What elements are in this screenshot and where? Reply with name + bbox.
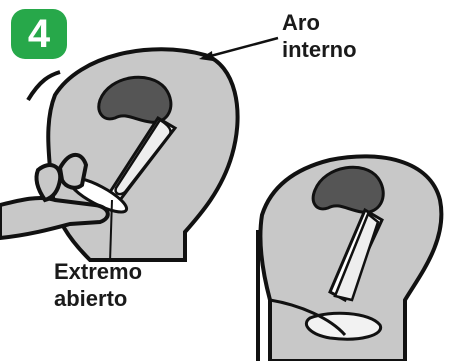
inner-ring-label-line-2: interno: [282, 37, 357, 62]
uterus-right: [311, 165, 385, 214]
inner-ring-arrow: [202, 36, 279, 60]
step-number-badge: 4: [11, 9, 67, 59]
pelvis-cross-section-right: [256, 154, 444, 361]
open-end-pointer: [109, 199, 113, 263]
body-edge-left: [26, 70, 61, 102]
hand: [0, 195, 110, 241]
condom-left: [114, 118, 172, 196]
pelvis-cross-section-left: [0, 36, 279, 263]
uterus-left: [97, 75, 173, 124]
inner-ring-label: Aro interno: [282, 9, 357, 63]
inner-ring-arrowhead: [199, 51, 213, 61]
hand-thumb: [34, 163, 63, 203]
open-end-label: Extremo abierto: [54, 258, 142, 312]
hand-finger: [57, 152, 89, 190]
open-end-label-line-2: abierto: [54, 286, 128, 311]
condom-right: [333, 211, 380, 302]
thigh-line-right: [269, 298, 347, 337]
inner-ring-label-line-1: Aro: [282, 10, 320, 35]
open-end-label-line-1: Extremo: [54, 259, 143, 284]
